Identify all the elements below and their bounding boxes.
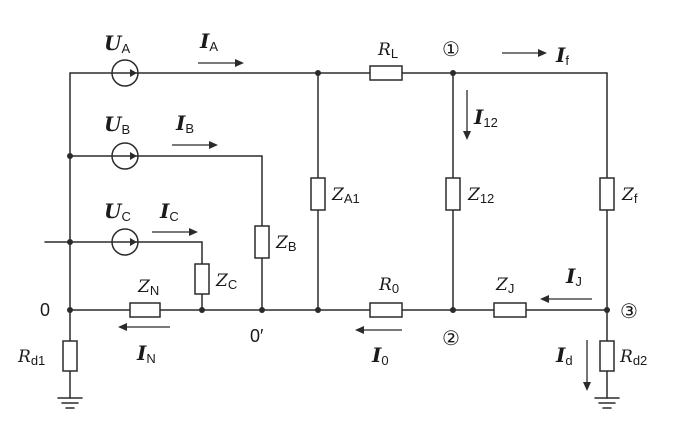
impedance-zb (254, 225, 270, 259)
label-za1: ZA1 (331, 185, 360, 206)
node-2: ② (442, 326, 460, 350)
impedance-z12 (445, 177, 461, 211)
label-zj: ZJ (495, 275, 514, 296)
impedance-zn (129, 302, 161, 318)
impedance-zf (599, 177, 615, 211)
label-in: IN (136, 341, 156, 366)
ground-left-icon (57, 397, 83, 409)
node-3: ③ (620, 299, 638, 323)
resistor-r0 (369, 302, 403, 318)
source-b (111, 142, 139, 170)
label-zf: Zf (621, 185, 638, 206)
label-zb: ZB (275, 233, 296, 254)
label-rd1: Rd1 (17, 347, 45, 368)
source-c (111, 228, 139, 256)
label-if: If (555, 43, 569, 68)
impedance-zj (493, 302, 527, 318)
node-1: ① (442, 37, 460, 61)
label-uc: UC (104, 199, 131, 224)
label-i0: I0 (371, 343, 389, 368)
label-rd2: Rd2 (619, 347, 647, 368)
label-i12: I12 (473, 105, 498, 130)
source-a (111, 59, 139, 87)
label-id: Id (555, 343, 573, 368)
resistor-rd1 (62, 340, 78, 372)
label-zc: ZC (215, 271, 237, 292)
resistor-rd2 (599, 340, 615, 372)
label-ic: IC (159, 199, 179, 224)
node-0: 0 (40, 300, 50, 320)
junction-dots (67, 70, 610, 313)
label-rl: RL (377, 40, 398, 61)
label-ia: IA (199, 29, 218, 54)
impedance-zc (194, 263, 210, 295)
node-0-prime: 0′ (250, 326, 264, 346)
current-arrows (118, 49, 592, 391)
label-ub: UB (104, 112, 130, 137)
impedance-za1 (310, 177, 326, 211)
label-r0: R0 (378, 275, 399, 296)
label-ib: IB (175, 111, 194, 136)
ground-right-icon (594, 397, 620, 409)
label-z12: Z12 (467, 185, 494, 206)
label-ua: UA (104, 31, 130, 56)
label-ij: IJ (565, 264, 582, 289)
resistor-rl (369, 65, 403, 81)
label-zn: ZN (137, 277, 159, 298)
